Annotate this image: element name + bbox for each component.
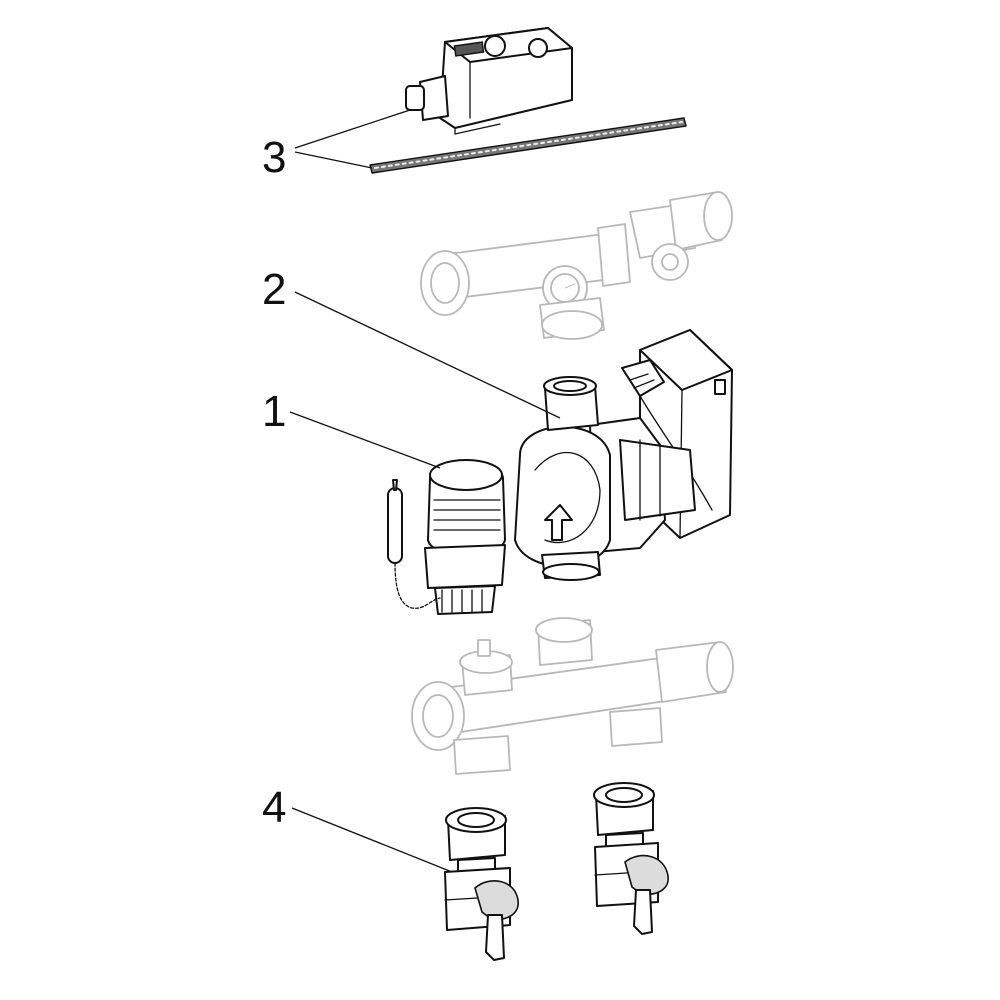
leader-line-3a [294,109,411,149]
thermostatic-head-part [387,459,506,615]
upper-manifold-ghost [420,191,733,340]
ball-valve-left [444,807,519,961]
pump-part [514,329,733,581]
leader-line-1 [289,411,441,469]
ball-valve-right [593,782,669,935]
callout-4: 4 [262,783,286,832]
actuator-part [405,27,573,135]
spring-coils [374,121,683,169]
leader-line-2 [294,291,561,419]
lower-manifold-ghost [411,617,734,775]
leader-line-3b [294,151,373,169]
leader-line-4 [291,807,453,873]
callout-2: 2 [262,265,286,314]
callout-1: 1 [262,387,286,436]
callout-3: 3 [262,133,286,182]
